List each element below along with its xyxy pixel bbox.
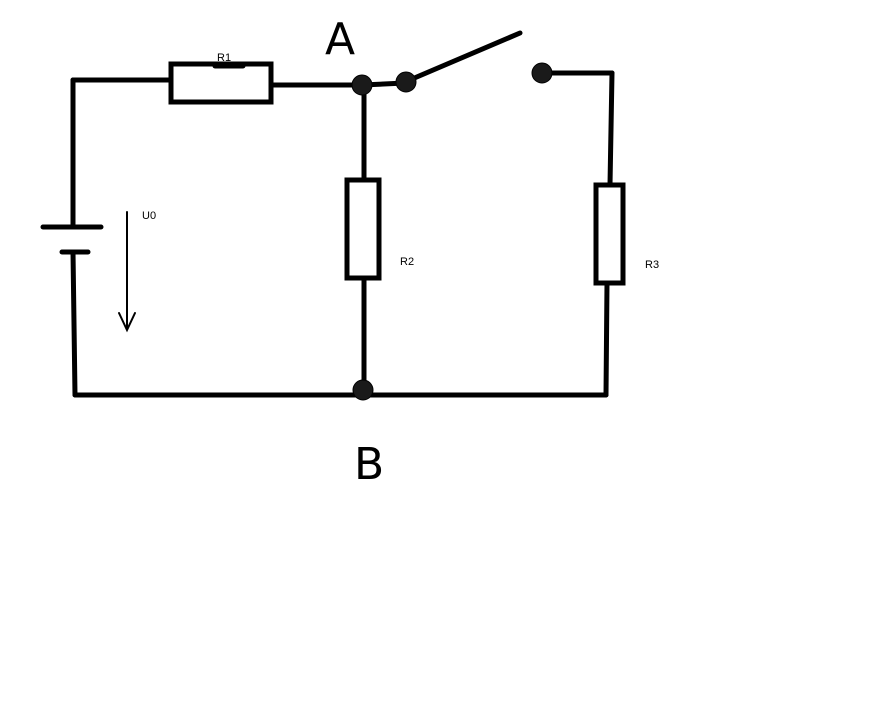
wire-left-bottom: [70, 249, 78, 398]
label-node-a: A: [325, 14, 355, 65]
resistor-r1: [168, 61, 274, 105]
voltage-arrow-head: [118, 312, 136, 333]
switch-contact-dot: [531, 62, 553, 84]
label-r1: R1: [217, 52, 231, 64]
node-a-dot: [351, 74, 373, 96]
switch-lever: [402, 30, 523, 85]
resistor-r2: [344, 177, 382, 281]
node-b-dot: [352, 379, 374, 401]
wire-right-bottom: [603, 280, 610, 398]
label-node-b: B: [354, 439, 384, 490]
resistor-r3: [593, 182, 626, 286]
label-r3: R3: [645, 259, 659, 271]
wire-right-top: [607, 70, 615, 188]
label-u0: U0: [142, 210, 156, 222]
switch-pivot-dot: [395, 71, 417, 93]
label-r2: R2: [400, 256, 414, 268]
